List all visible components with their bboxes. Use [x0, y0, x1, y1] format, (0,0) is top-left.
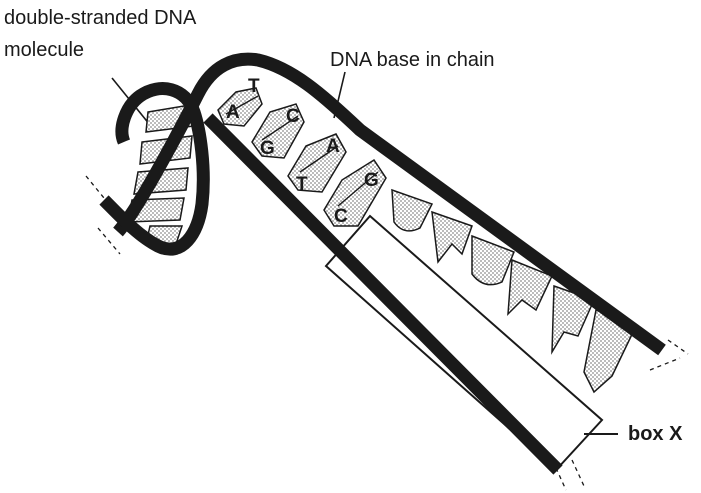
box-x [326, 216, 602, 470]
base-in-chain-label: DNA base in chain [330, 50, 495, 70]
box-x-label: box X [628, 424, 682, 444]
base-pair-4-right: G [364, 170, 379, 191]
base-pair-4-left: C [334, 206, 348, 227]
unpaired-base-2 [432, 212, 472, 262]
molecule-label-line2: molecule [4, 40, 84, 60]
base-pair-3-right: A [326, 136, 340, 157]
base-pair-2-left: G [260, 138, 275, 159]
base-pair-3-left: T [296, 174, 308, 195]
base-pair-1-right: T [248, 76, 260, 97]
unpaired-base-1 [392, 190, 432, 231]
base-pair-1-left: A [226, 102, 240, 123]
base-pair-2-right: C [286, 106, 300, 127]
molecule-label-line1: double-stranded DNA [4, 8, 196, 28]
